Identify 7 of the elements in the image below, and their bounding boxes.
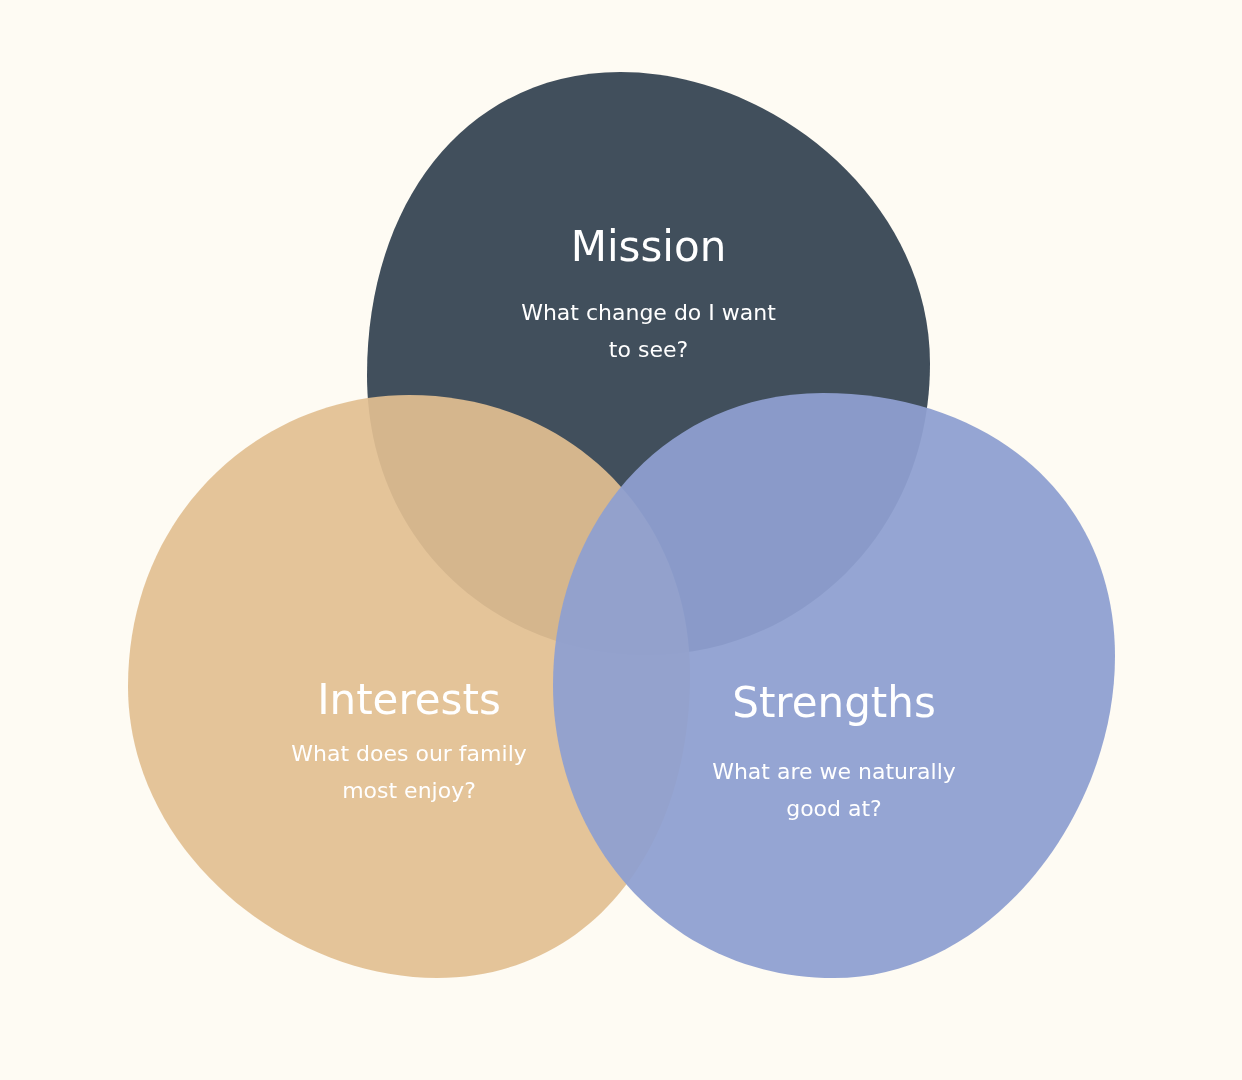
circle-question: What change do I want to see?	[520, 299, 777, 364]
circle-title: Mission	[569, 222, 728, 272]
circle-question: What are we naturally good at?	[711, 758, 957, 823]
venn-blob	[553, 393, 1115, 978]
circle-question: What does our family most enjoy?	[290, 740, 528, 805]
circle-title: Strengths	[731, 678, 937, 728]
circle-title: Interests	[316, 675, 502, 725]
